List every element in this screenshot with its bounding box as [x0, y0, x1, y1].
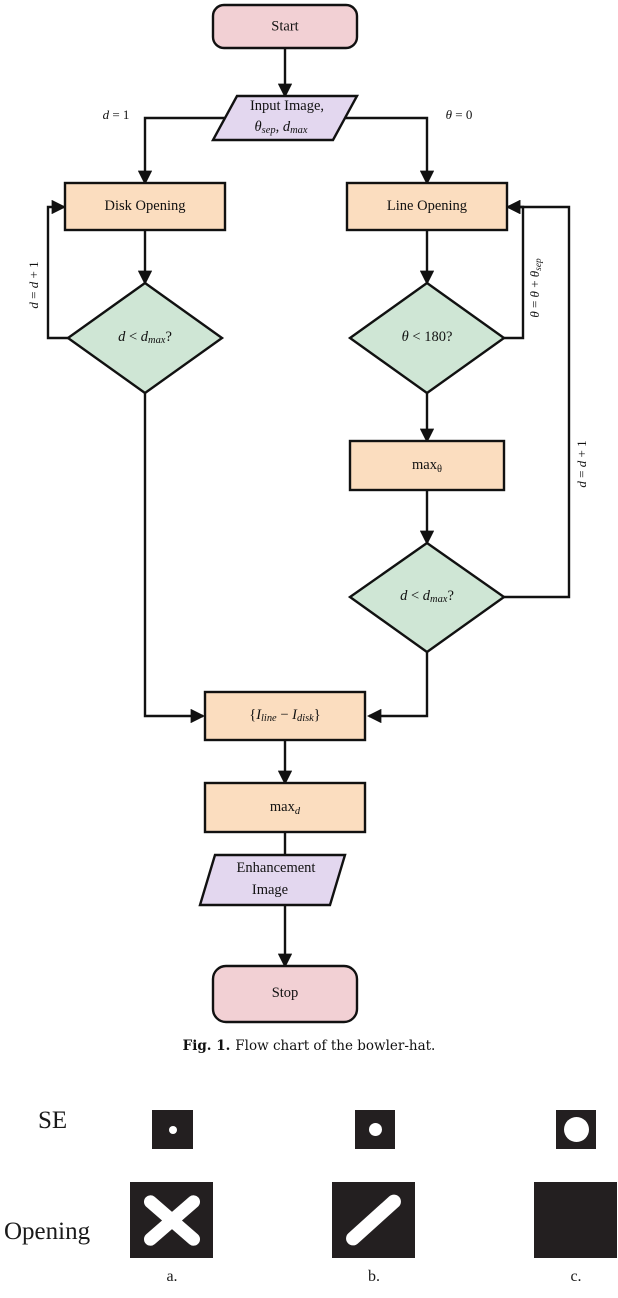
node-decision-d2-label: d < dmax? [400, 588, 454, 605]
se-disk-large-icon [564, 1117, 589, 1142]
edge-label-d-increment-right: d = d + 1 [574, 440, 589, 487]
node-max-theta[interactable] [348, 439, 506, 492]
se-opening-panel [0, 1082, 618, 1298]
edge-label-theta-increment: θ = θ + θsep [527, 258, 544, 318]
node-decision-theta[interactable] [347, 281, 507, 395]
opening-diagonal-line-icon [343, 1191, 404, 1249]
caption-text: Flow chart of the bowler-hat. [235, 1038, 436, 1054]
opening-image-c [534, 1182, 617, 1258]
node-decision-theta-label: θ < 180? [402, 329, 453, 345]
row-label-se: SE [38, 1107, 68, 1134]
node-stop-label: Stop [272, 985, 299, 1001]
node-difference-label: {Iline − Idisk} [249, 707, 321, 724]
figure-caption: Fig. 1.Flow chart of the bowler-hat. [0, 1038, 618, 1054]
connector-d-loop-right [504, 199, 571, 599]
node-input-image[interactable] [210, 94, 360, 142]
se-disk-small-icon [169, 1126, 177, 1134]
node-line-opening-label: Line Opening [387, 198, 467, 214]
edge-label-d-init: d = 1 [103, 107, 130, 122]
node-max-theta-label: maxθ [412, 457, 442, 475]
node-difference[interactable] [203, 690, 367, 742]
column-letter-b: b. [368, 1268, 380, 1285]
node-line-opening[interactable] [345, 181, 509, 232]
se-image-a [152, 1110, 193, 1149]
node-decision-disk[interactable] [65, 281, 225, 395]
se-disk-medium-icon [369, 1123, 382, 1136]
node-max-d-label: maxd [270, 799, 301, 817]
node-max-d[interactable] [203, 781, 367, 834]
edge-label-theta-init: θ = 0 [446, 107, 473, 122]
node-decision-disk-label: d < dmax? [118, 329, 172, 346]
node-stop[interactable] [211, 964, 359, 1024]
column-letter-a: a. [166, 1268, 178, 1285]
row-label-opening: Opening [4, 1218, 91, 1245]
node-disk-opening-label: Disk Opening [105, 198, 186, 214]
opening-image-a [130, 1182, 213, 1258]
edge-label-d-increment-left: d = d + 1 [26, 261, 41, 308]
caption-number: Fig. 1. [182, 1038, 231, 1054]
node-disk-opening[interactable] [63, 181, 227, 232]
connector-disk-loop [46, 199, 68, 340]
connector-d-decision-to-difference [366, 652, 429, 724]
node-decision-d2[interactable] [347, 541, 507, 654]
node-start-label: Start [271, 19, 298, 35]
node-input-image-label-line2: θsep, dmax [255, 119, 308, 136]
se-image-c [556, 1110, 596, 1149]
node-input-image-label-line1: Input Image, [250, 98, 324, 114]
opening-image-b [332, 1182, 415, 1258]
flowchart-diagram: Start Input Image, θsep, dmax Disk Openi… [26, 3, 589, 1024]
node-enhancement-label-line1: Enhancement [237, 860, 316, 876]
node-enhancement-image[interactable] [198, 853, 347, 907]
node-start[interactable] [211, 3, 359, 50]
se-image-b [355, 1110, 395, 1149]
connector-disk-decision-to-difference [143, 393, 206, 724]
column-letter-c: c. [570, 1268, 582, 1285]
connector-input-to-disk [137, 116, 225, 186]
connector-input-to-line [345, 116, 435, 186]
node-enhancement-label-line2: Image [252, 882, 288, 898]
